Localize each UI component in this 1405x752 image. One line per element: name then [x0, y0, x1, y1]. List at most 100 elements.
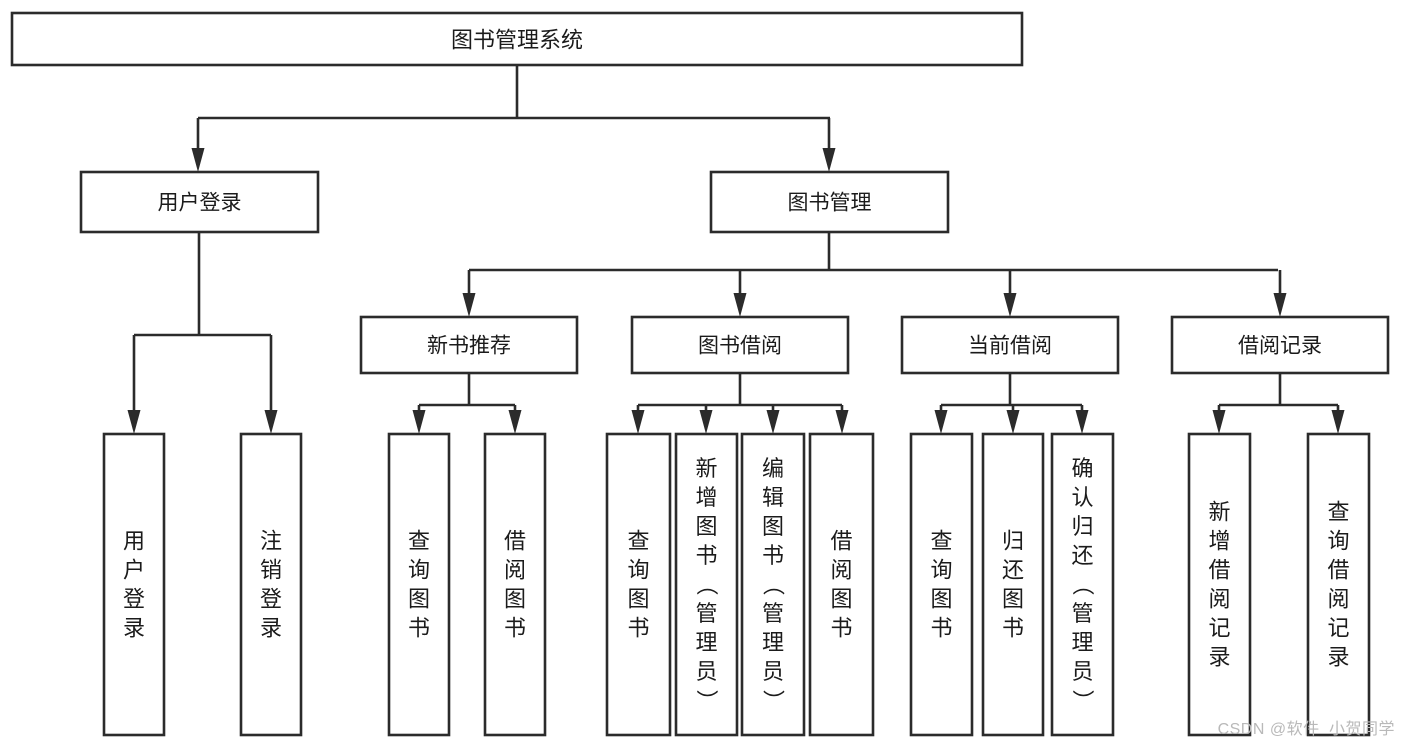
arrow-to-current-borrow-icon: [1003, 270, 1017, 317]
arrow-to-leaf-user-login-icon: [127, 335, 141, 434]
node-leaf-user-login[interactable]: 用户登录: [102, 432, 166, 737]
svg-text:询: 询: [1327, 529, 1349, 554]
connector-bus-new-book-rec: [419, 373, 515, 407]
svg-text:管: 管: [762, 601, 784, 626]
arrow-to-confirm-return-icon: [1075, 405, 1089, 434]
svg-text:）: ）: [761, 689, 786, 711]
svg-text:书: 书: [504, 616, 526, 641]
svg-text:书: 书: [930, 616, 952, 641]
svg-text:录: 录: [260, 616, 282, 641]
svg-text:登: 登: [260, 587, 282, 612]
svg-text:注: 注: [260, 529, 282, 554]
svg-text:（: （: [1070, 573, 1095, 595]
arrow-to-query-record-icon: [1331, 405, 1345, 434]
svg-text:查: 查: [627, 529, 649, 554]
connector-bus-book-manage: [469, 232, 1278, 272]
node-user-login[interactable]: 用户登录: [79, 170, 320, 234]
node-book-manage[interactable]: 图书管理: [709, 170, 950, 234]
svg-text:增: 增: [695, 485, 717, 510]
node-label-user-login: 用户登录: [158, 192, 242, 215]
svg-text:借: 借: [1327, 558, 1349, 583]
svg-text:归: 归: [1071, 514, 1093, 539]
arrow-to-query-book-2-icon: [631, 405, 645, 434]
svg-text:借: 借: [504, 529, 526, 554]
svg-text:询: 询: [627, 558, 649, 583]
svg-text:员: 员: [695, 659, 717, 684]
svg-text:图: 图: [1002, 587, 1024, 612]
node-label-book-borrow: 图书借阅: [698, 335, 782, 358]
svg-text:用: 用: [123, 529, 145, 554]
svg-text:（: （: [694, 573, 719, 595]
node-label-borrow-record: 借阅记录: [1238, 335, 1322, 358]
node-borrow-record[interactable]: 借阅记录: [1170, 315, 1390, 375]
node-current-borrow[interactable]: 当前借阅: [900, 315, 1120, 375]
svg-text:（: （: [761, 573, 786, 595]
svg-text:员: 员: [1071, 659, 1093, 684]
svg-text:图: 图: [830, 587, 852, 612]
node-book-borrow[interactable]: 图书借阅: [630, 315, 850, 375]
connector-lines: [127, 65, 1345, 434]
svg-text:录: 录: [1327, 645, 1349, 670]
svg-text:还: 还: [1071, 543, 1093, 568]
svg-text:询: 询: [408, 558, 430, 583]
svg-text:新: 新: [695, 456, 717, 481]
svg-text:记: 记: [1208, 616, 1230, 641]
svg-text:户: 户: [123, 558, 145, 583]
svg-text:图: 图: [762, 514, 784, 539]
node-new-book-rec[interactable]: 新书推荐: [359, 315, 579, 375]
svg-text:理: 理: [1071, 630, 1093, 655]
svg-text:图: 图: [627, 587, 649, 612]
svg-text:书: 书: [627, 616, 649, 641]
svg-text:借: 借: [1208, 558, 1230, 583]
svg-text:理: 理: [695, 630, 717, 655]
svg-text:阅: 阅: [1208, 587, 1230, 612]
svg-text:确: 确: [1071, 456, 1093, 481]
node-label-root: 图书管理系统: [451, 28, 583, 53]
svg-text:询: 询: [930, 558, 952, 583]
svg-text:书: 书: [762, 543, 784, 568]
connector-bus-root: [198, 65, 830, 120]
svg-text:图: 图: [930, 587, 952, 612]
svg-text:书: 书: [1002, 616, 1024, 641]
svg-text:认: 认: [1071, 485, 1093, 510]
arrow-to-borrow-record-icon: [1273, 270, 1287, 317]
arrow-to-return-book-icon: [1006, 405, 1020, 434]
svg-text:管: 管: [1071, 601, 1093, 626]
svg-text:新: 新: [1208, 500, 1230, 525]
svg-text:理: 理: [762, 630, 784, 655]
svg-text:登: 登: [123, 587, 145, 612]
connector-bus-user-login: [134, 232, 271, 337]
arrow-to-add-record-icon: [1212, 405, 1226, 434]
arrow-to-borrow-book-1-icon: [508, 405, 522, 434]
svg-text:查: 查: [1327, 500, 1349, 525]
svg-text:录: 录: [1208, 645, 1230, 670]
arrow-to-book-borrow-icon: [733, 270, 747, 317]
arrow-to-query-book-3-icon: [934, 405, 948, 434]
node-root[interactable]: 图书管理系统: [10, 11, 1024, 67]
node-label-leaf-user-login: 用户登录: [123, 529, 145, 641]
arrow-to-query-book-1-icon: [412, 405, 426, 434]
connector-bus-current-borrow: [941, 373, 1082, 407]
svg-text:图: 图: [695, 514, 717, 539]
